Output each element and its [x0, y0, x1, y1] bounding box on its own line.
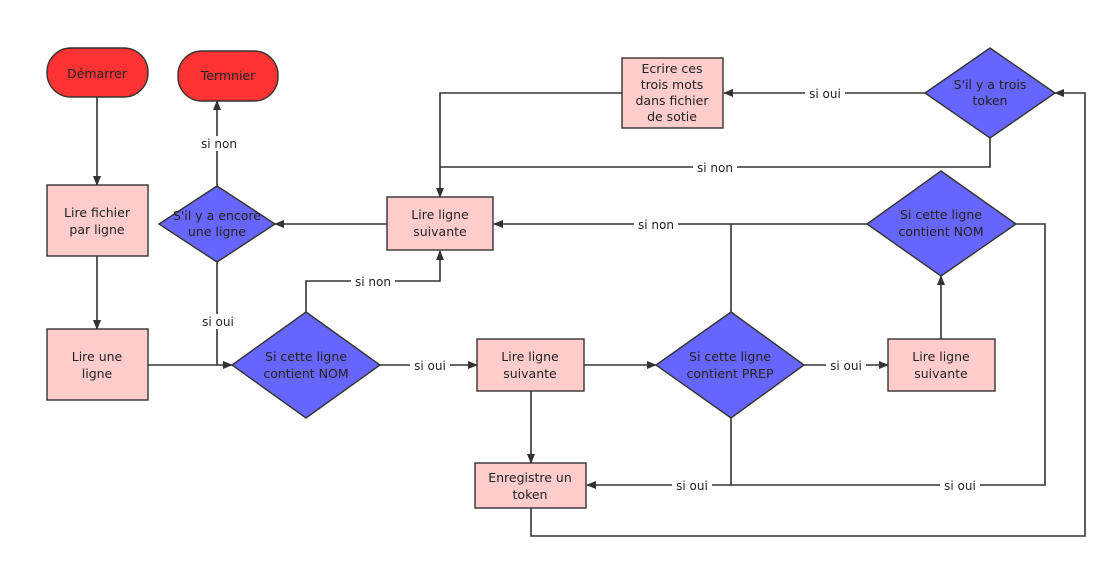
node-write-three-line1: Ecrire ces — [642, 61, 703, 76]
node-write-three: Ecrire ces trois mots dans fichier de so… — [621, 57, 724, 129]
node-read-line-line1: Lire une — [72, 349, 123, 364]
node-decision-prep-line2: contient PREP — [687, 366, 774, 381]
node-read-next-mid-line1: Lire ligne — [501, 349, 559, 364]
node-write-three-line2: trois mots — [641, 77, 704, 92]
node-decision-more-lines-line1: S'il y a encore — [173, 208, 261, 223]
node-end-label: Termnier — [200, 68, 256, 83]
node-decision-prep-line1: Si cette ligne — [689, 349, 771, 364]
node-read-line: Lire une ligne — [46, 328, 149, 401]
edge-write-to-read-next — [436, 92, 622, 198]
node-decision-more-lines-line2: une ligne — [188, 224, 246, 239]
node-read-next-top: Lire ligne suivante — [386, 196, 494, 251]
node-read-file-line2: par ligne — [69, 222, 125, 237]
edge-nom2-yes — [731, 223, 1046, 486]
node-write-three-line3: dans fichier — [636, 93, 710, 108]
connectors — [93, 89, 1086, 537]
node-decision-nom-line1: Si cette ligne — [265, 349, 347, 364]
edge-three-no — [440, 138, 991, 168]
node-decision-nom2-line2: contient NOM — [898, 224, 983, 239]
node-start-label: Démarrer — [67, 66, 128, 81]
node-decision-nom2-line1: Si cette ligne — [900, 207, 982, 222]
label-prep-save: si oui — [676, 479, 708, 493]
node-read-next-mid: Lire ligne suivante — [476, 338, 585, 392]
node-read-line-line2: ligne — [82, 366, 113, 381]
node-read-file: Lire fichier par ligne — [46, 184, 149, 257]
edge-labels: si non si oui si non si oui si oui si ou… — [198, 86, 980, 493]
node-save-token-line1: Enregistre un — [488, 470, 572, 485]
label-nom-no: si non — [355, 275, 391, 289]
edge-prep-to-save — [586, 418, 732, 489]
node-start: Démarrer — [46, 47, 149, 98]
node-decision-nom: Si cette ligne contient NOM — [230, 311, 382, 419]
node-read-file-line1: Lire fichier — [64, 205, 131, 220]
node-read-next-right: Lire ligne suivante — [887, 338, 996, 392]
node-read-next-top-line1: Lire ligne — [411, 207, 469, 222]
node-decision-three: S'il y a trois token — [923, 47, 1057, 139]
node-decision-nom2: Si cette ligne contient NOM — [865, 170, 1018, 277]
label-nom2-no: si non — [638, 218, 674, 232]
label-nom2-yes: si oui — [944, 479, 976, 493]
node-decision-more-lines: S'il y a encore une ligne — [157, 185, 277, 263]
node-read-next-mid-line2: suivante — [503, 366, 557, 381]
node-decision-three-line1: S'il y a trois — [954, 77, 1027, 92]
node-decision-nom-line2: contient NOM — [263, 366, 348, 381]
edge-save-to-three — [530, 89, 1086, 537]
node-end: Termnier — [177, 50, 279, 102]
label-more-yes: si oui — [202, 315, 234, 329]
node-save-token: Enregistre un token — [474, 462, 587, 509]
label-nom-yes: si oui — [414, 359, 446, 373]
node-write-three-line4: de sotie — [647, 109, 697, 124]
node-read-next-right-line2: suivante — [914, 366, 968, 381]
node-decision-three-line2: token — [973, 93, 1008, 108]
label-three-no: si non — [697, 161, 733, 175]
node-save-token-line2: token — [513, 487, 548, 502]
label-more-no: si non — [201, 137, 237, 151]
node-decision-prep: Si cette ligne contient PREP — [654, 311, 806, 419]
label-prep-yes: si oui — [830, 359, 862, 373]
label-three-yes: si oui — [809, 87, 841, 101]
node-read-next-right-line1: Lire ligne — [912, 349, 970, 364]
node-read-next-top-line2: suivante — [413, 224, 467, 239]
